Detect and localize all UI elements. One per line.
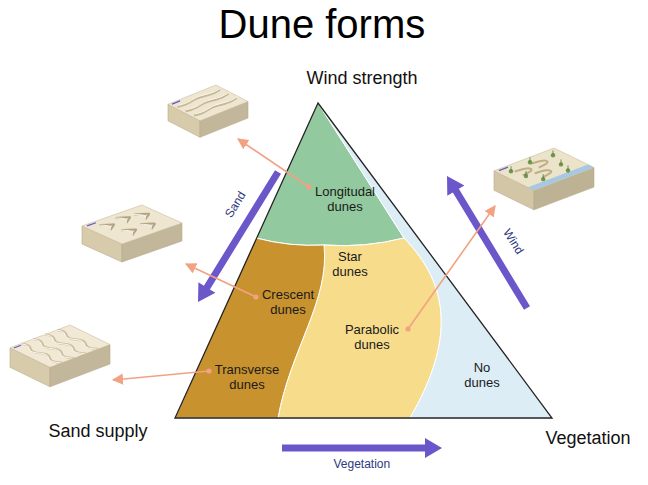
leader-line [408,206,495,329]
arrow-label: Sand [223,189,250,220]
region-fill [175,238,325,418]
leader-line [113,371,209,380]
parabolic-dune-block [494,148,594,210]
dune-type-label: No dunes [462,361,502,391]
crescent-dune-block [82,205,182,262]
axis-label: Sand supply [49,421,148,442]
leader-line [186,264,256,297]
leader-dot [405,326,410,331]
arrow-label: Vegetation [334,458,391,472]
dune-type-label: Parabolic dunes [341,323,403,353]
leader-lines [113,139,495,380]
leader-dot [206,368,211,373]
title: Dune forms [219,1,426,47]
longitudinal-dune-block [168,85,248,137]
axis-label: Vegetation [546,428,631,449]
direction-arrow [282,438,442,458]
dune-type-label: Crescent dunes [258,288,318,318]
dune-type-label: Longitudal dunes [309,185,381,215]
dune-type-label: Transverse dunes [213,363,281,393]
region-shape [170,232,330,422]
leader-dot [306,184,311,189]
leader-dot [253,294,258,299]
axis-label: Wind strength [307,68,418,89]
dune-type-label: Star dunes [325,250,375,280]
triangle-outline [175,103,552,418]
arrow-label: Wind [499,227,525,258]
transverse-dune-block [10,325,110,387]
region-fill [256,103,404,246]
crescent-transverse-region: Crescent dunesTransverse dunes [170,232,330,422]
leader-line [238,139,309,187]
